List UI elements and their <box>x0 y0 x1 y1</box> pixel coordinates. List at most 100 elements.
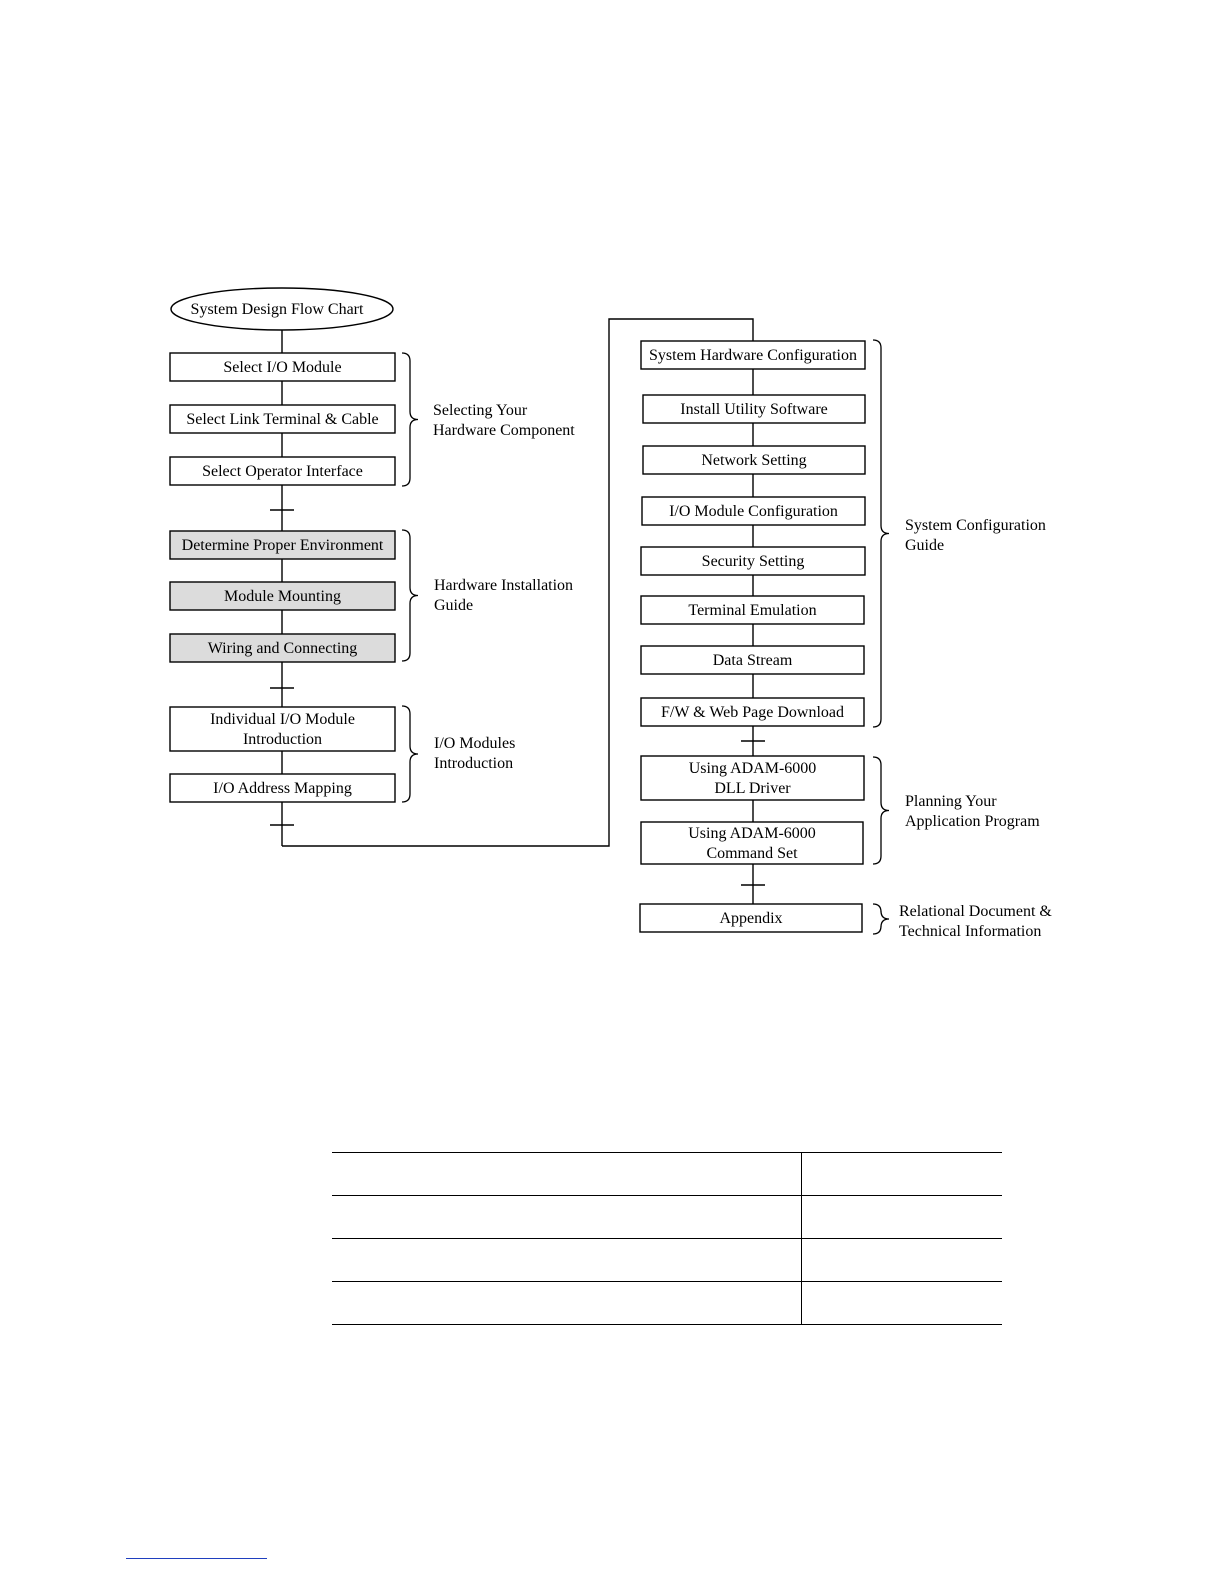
right-step-box-5 <box>640 546 866 576</box>
group-label-4: System Configuration <box>905 517 1046 534</box>
table-row <box>332 1281 1002 1325</box>
table-row <box>332 1152 1002 1196</box>
right-step-box-7 <box>640 645 865 675</box>
right-step-8: F/W & Web Page Download <box>640 697 865 727</box>
right-step-5: Security Setting <box>640 546 866 576</box>
empty-table <box>332 1152 1002 1325</box>
brace-installation <box>401 529 419 662</box>
right-step-label: System Hardware Configuration <box>649 347 857 364</box>
right-step-label: Install Utility Software <box>680 401 828 418</box>
left-step-box-4 <box>169 530 396 560</box>
group-label-2: Guide <box>434 597 473 614</box>
group-label-6: Technical Information <box>899 923 1041 940</box>
system-design-flow-chart: System Design Flow Chart Select I/O Modu… <box>169 287 1052 940</box>
right-step-6: Terminal Emulation <box>640 595 865 625</box>
table-cell <box>801 1281 1002 1325</box>
right-step-label: Network Setting <box>701 452 806 469</box>
table-cell <box>801 1238 1002 1282</box>
group-label-1: Selecting Your <box>433 402 528 419</box>
table-row <box>332 1195 1002 1239</box>
left-step-box-7 <box>169 706 396 752</box>
left-step-box-8 <box>169 773 396 803</box>
right-step-box-3 <box>642 445 866 475</box>
left-step-label: Select I/O Module <box>223 359 341 376</box>
right-step-box-1 <box>640 340 866 370</box>
left-step-label: Determine Proper Environment <box>182 537 384 554</box>
group-label-5: Application Program <box>905 813 1040 830</box>
right-step-label: Data Stream <box>713 652 793 669</box>
left-step-label: Select Link Terminal & Cable <box>186 411 378 428</box>
left-step-5: Module Mounting <box>169 581 396 611</box>
table-row <box>332 1238 1002 1282</box>
right-step-label: DLL Driver <box>714 780 791 797</box>
right-step-box-6 <box>640 595 865 625</box>
group-label-3: Introduction <box>434 755 513 772</box>
brace-planning <box>872 756 890 865</box>
left-step-3: Select Operator Interface <box>169 456 396 486</box>
right-step-4: I/O Module Configuration <box>641 496 866 526</box>
brace-selecting <box>401 352 419 487</box>
right-step-1: System Hardware Configuration <box>640 340 866 370</box>
right-step-7: Data Stream <box>640 645 865 675</box>
right-step-box-2 <box>642 394 866 424</box>
group-label-1: Hardware Component <box>433 422 575 439</box>
left-step-label: Module Mounting <box>224 588 341 605</box>
left-step-1: Select I/O Module <box>169 352 396 382</box>
right-step-2: Install Utility Software <box>642 394 866 424</box>
group-label-5: Planning Your <box>905 793 997 810</box>
table-cell <box>801 1152 1002 1196</box>
brace-configuration <box>872 339 890 728</box>
left-step-label: Individual I/O Module <box>210 711 355 728</box>
left-step-box-3 <box>169 456 396 486</box>
left-step-box-5 <box>169 581 396 611</box>
left-step-8: I/O Address Mapping <box>169 773 396 803</box>
right-step-3: Network Setting <box>642 445 866 475</box>
column-link-path <box>282 318 754 847</box>
left-step-6: Wiring and Connecting <box>169 633 396 663</box>
group-label-4: Guide <box>905 537 944 554</box>
group-label-2: Hardware Installation <box>434 577 573 594</box>
left-step-label: Introduction <box>243 731 322 748</box>
right-step-label: Security Setting <box>702 553 805 570</box>
left-step-label: I/O Address Mapping <box>213 780 352 797</box>
table-cell <box>332 1238 802 1282</box>
left-step-4: Determine Proper Environment <box>169 530 396 560</box>
right-step-label: Using ADAM-6000 <box>689 760 817 777</box>
right-step-box-10 <box>640 821 864 865</box>
right-step-box-9 <box>640 755 865 801</box>
table-cell <box>332 1152 802 1196</box>
left-step-box-1 <box>169 352 396 382</box>
right-step-box-4 <box>641 496 866 526</box>
right-step-label: F/W & Web Page Download <box>661 704 844 721</box>
connector-lines <box>270 318 765 904</box>
right-step-label: Terminal Emulation <box>688 602 816 619</box>
start-node-label: System Design Flow Chart <box>191 301 364 318</box>
right-step-label: Using ADAM-6000 <box>688 825 816 842</box>
left-step-2: Select Link Terminal & Cable <box>169 404 396 434</box>
group-braces <box>401 339 890 935</box>
right-step-label: I/O Module Configuration <box>669 503 838 520</box>
brace-relational <box>872 903 890 935</box>
group-label-3: I/O Modules <box>434 735 515 752</box>
footer-rule <box>126 1558 267 1559</box>
table-cell <box>332 1195 802 1239</box>
right-step-label: Appendix <box>719 910 782 927</box>
right-step-11: Appendix <box>639 903 863 933</box>
right-step-label: Command Set <box>706 845 798 862</box>
right-step-box-8 <box>640 697 865 727</box>
start-node: System Design Flow Chart <box>170 287 394 331</box>
table-cell <box>332 1281 802 1325</box>
right-step-box-11 <box>639 903 863 933</box>
group-label-6: Relational Document & <box>899 903 1052 920</box>
left-step-box-6 <box>169 633 396 663</box>
left-step-label: Select Operator Interface <box>202 463 363 480</box>
left-step-box-2 <box>169 404 396 434</box>
brace-io-modules <box>401 705 419 803</box>
table-cell <box>801 1195 1002 1239</box>
